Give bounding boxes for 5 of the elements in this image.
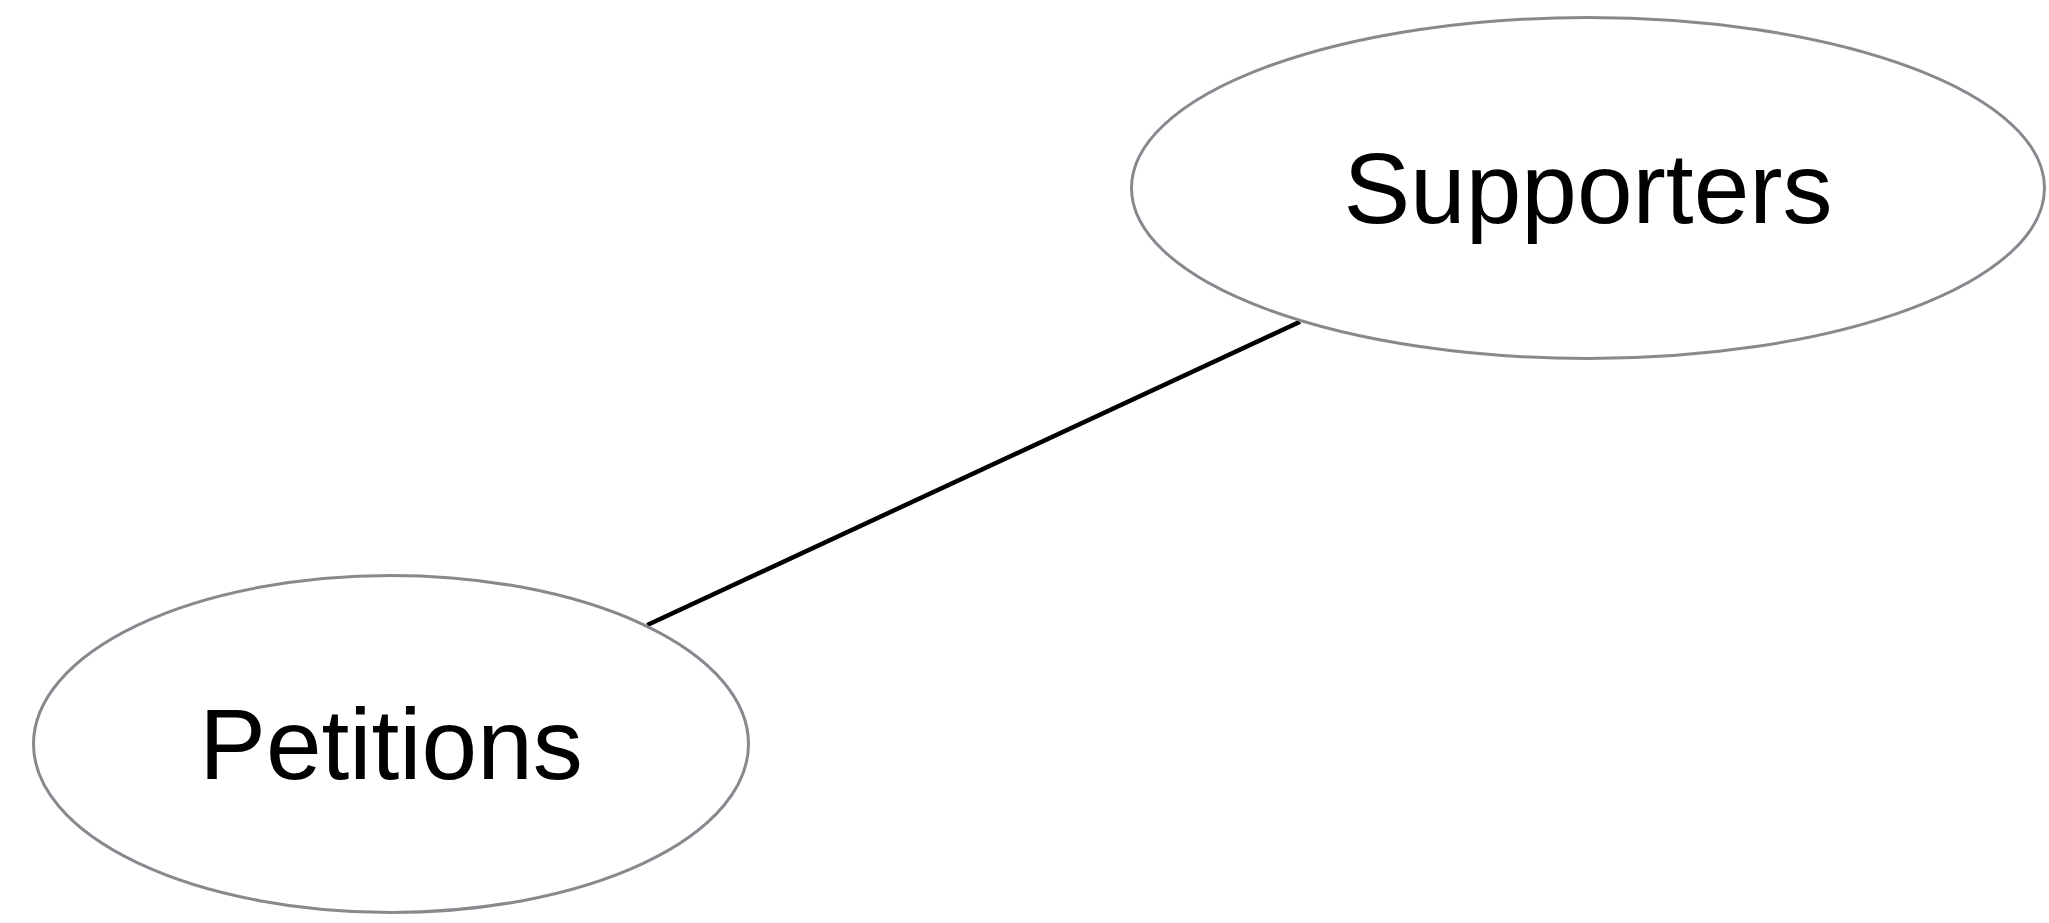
connector-line xyxy=(646,319,1301,627)
node-label: Supporters xyxy=(1343,130,1833,246)
ellipse-node xyxy=(32,574,750,914)
node-label: Petitions xyxy=(199,686,583,802)
ellipse-node xyxy=(1130,16,2046,360)
